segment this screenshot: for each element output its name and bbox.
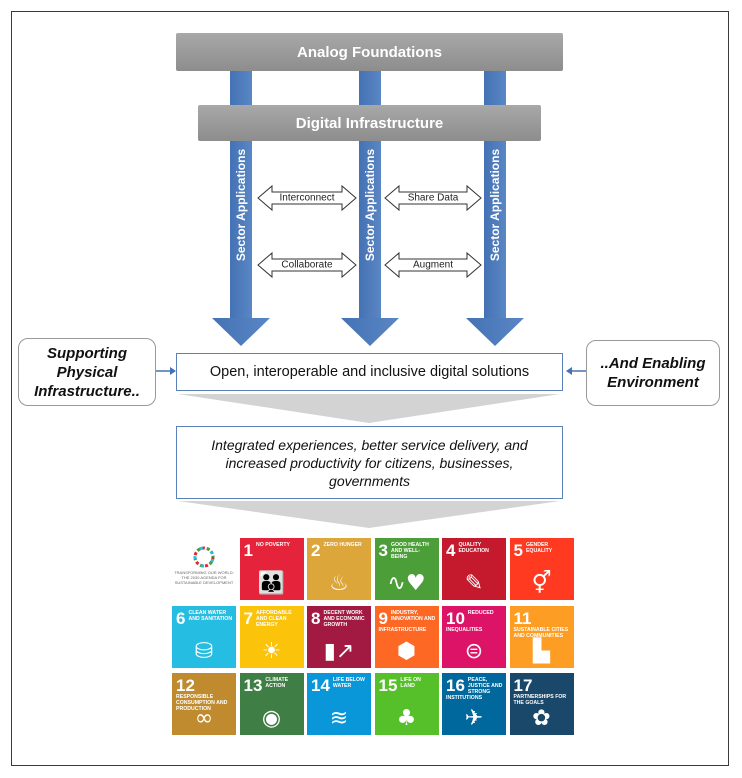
sdg-label: ZERO HUNGER bbox=[323, 542, 362, 548]
sector-applications-label-3: Sector Applications bbox=[488, 148, 502, 262]
infinity-icon: ∞ bbox=[194, 706, 214, 731]
sdg-number: 16 bbox=[446, 676, 465, 695]
eye-globe-icon: ◉ bbox=[261, 706, 282, 731]
growth-chart-icon: ▮↗ bbox=[323, 638, 355, 664]
sdg-number: 9 bbox=[378, 608, 388, 628]
sdg-label: LIFE BELOW WATER bbox=[332, 677, 365, 689]
sdg-label: PEACE, JUSTICE AND STRONG INSTITUTIONS bbox=[446, 677, 503, 701]
sdg-number: 12 bbox=[176, 676, 195, 695]
sun-icon: ☀ bbox=[261, 638, 282, 664]
sdg-label: RESPONSIBLE CONSUMPTION AND PRODUCTION bbox=[176, 694, 228, 712]
digital-solutions-text: Open, interoperable and inclusive digita… bbox=[209, 364, 530, 380]
sdg-number: 17 bbox=[513, 676, 533, 695]
equal-icon: ⊜ bbox=[464, 638, 484, 664]
sdg-label: NO POVERTY bbox=[255, 542, 290, 548]
supporting-physical-infrastructure-text: Supporting Physical Infrastructure.. bbox=[34, 344, 140, 400]
augment-label: Augment bbox=[412, 259, 454, 271]
sector-applications-label-1: Sector Applications bbox=[234, 148, 248, 262]
dove-icon: ✈ bbox=[464, 706, 484, 731]
sdg-logo: TRANSFORMING OUR WORLD: THE 2030 AGENDA … bbox=[172, 538, 236, 600]
sdg-wheel-icon bbox=[193, 546, 215, 568]
sdg-number: 3 bbox=[378, 541, 388, 560]
sdg-label: GOOD HEALTH AND WELL-BEING bbox=[390, 542, 429, 560]
share-data-label: Share Data bbox=[407, 192, 459, 204]
bowl-icon: ♨ bbox=[329, 571, 349, 596]
sdg-label: INDUSTRY, INNOVATION AND INFRASTRUCTURE bbox=[378, 609, 436, 633]
sdg-number: 7 bbox=[243, 608, 253, 628]
outcomes-text: Integrated experiences, better service d… bbox=[211, 436, 528, 489]
digital-infrastructure-bar: Digital Infrastructure bbox=[198, 105, 541, 141]
left-side-arrow bbox=[156, 367, 176, 375]
sdg-number: 13 bbox=[243, 676, 263, 695]
sdg-label: CLEAN WATER AND SANITATION bbox=[188, 609, 233, 622]
supporting-physical-infrastructure-box: Supporting Physical Infrastructure.. bbox=[18, 338, 156, 406]
interconnect-arrow bbox=[257, 184, 357, 212]
funnel-chevron-1 bbox=[178, 394, 560, 423]
sdg-number: 10 bbox=[446, 608, 465, 628]
sdg-label: CLIMATE ACTION bbox=[265, 677, 289, 689]
augment-arrow bbox=[384, 251, 482, 279]
sdg-number: 11 bbox=[513, 608, 532, 628]
people-icon: 👪 bbox=[257, 571, 286, 596]
sdg-number: 14 bbox=[311, 676, 330, 695]
city-icon: ▙ bbox=[533, 638, 550, 664]
book-icon: ✎ bbox=[464, 571, 484, 596]
interconnect-label: Interconnect bbox=[279, 192, 335, 204]
fish-icon: ≋ bbox=[329, 706, 349, 731]
collaborate-arrow bbox=[257, 251, 357, 279]
outcomes-box: Integrated experiences, better service d… bbox=[176, 426, 563, 499]
tree-icon: ♣ bbox=[396, 706, 417, 731]
sdg-label: DECENT WORK AND ECONOMIC GROWTH bbox=[323, 609, 365, 628]
diagram-frame bbox=[11, 11, 729, 766]
enabling-environment-box: ..And Enabling Environment bbox=[586, 340, 720, 406]
sdg-number: 2 bbox=[311, 541, 321, 560]
sdg-label: AFFORDABLE AND CLEAN ENERGY bbox=[255, 609, 292, 628]
digital-solutions-box: Open, interoperable and inclusive digita… bbox=[176, 353, 563, 391]
sdg-number: 8 bbox=[311, 608, 321, 628]
water-icon: ⛁ bbox=[194, 638, 214, 664]
sdg-label: LIFE ON LAND bbox=[400, 677, 421, 689]
collaborate-label: Collaborate bbox=[281, 259, 333, 271]
sdg-label: QUALITY EDUCATION bbox=[458, 542, 489, 554]
sdg-number: 15 bbox=[378, 676, 398, 695]
sdg-logo-text: TRANSFORMING OUR WORLD: THE 2030 AGENDA … bbox=[174, 570, 234, 585]
sdg-number: 6 bbox=[176, 608, 186, 628]
enabling-environment-text: ..And Enabling Environment bbox=[600, 355, 706, 391]
analog-foundations-bar: Analog Foundations bbox=[176, 33, 563, 71]
sdg-label: REDUCED INEQUALITIES bbox=[446, 609, 494, 633]
funnel-chevron-2 bbox=[178, 501, 560, 528]
sdg-label: GENDER EQUALITY bbox=[525, 542, 553, 554]
sector-applications-label-2: Sector Applications bbox=[363, 148, 377, 262]
gender-icon: ⚥ bbox=[531, 571, 552, 596]
sdg-label: SUSTAINABLE CITIES AND COMMUNITIES bbox=[513, 626, 569, 639]
share-data-arrow bbox=[384, 184, 482, 212]
heartbeat-icon: ∿♥ bbox=[387, 571, 426, 596]
cubes-icon: ⬢ bbox=[396, 638, 417, 664]
rings-icon: ✿ bbox=[532, 706, 551, 731]
sdg-number: 5 bbox=[513, 541, 523, 560]
sdg-number: 1 bbox=[243, 541, 253, 560]
right-side-arrow bbox=[566, 367, 586, 375]
sdg-number: 4 bbox=[446, 541, 456, 560]
sdg-label: PARTNERSHIPS FOR THE GOALS bbox=[513, 694, 567, 706]
